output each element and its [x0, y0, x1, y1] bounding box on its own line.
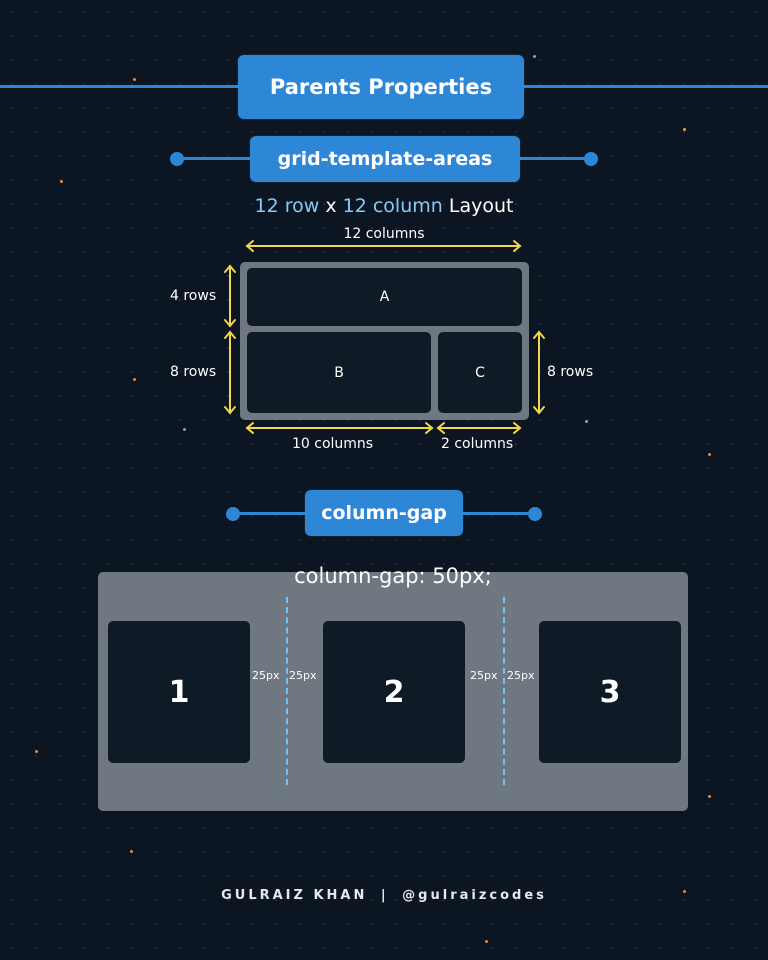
- layout-heading-suffix: Layout: [442, 195, 514, 217]
- sparkle: [708, 453, 711, 456]
- gap-item-2: 2: [323, 621, 465, 763]
- gap-half-label: 25px: [252, 669, 280, 682]
- footer-name: GULRAIZ KHAN: [221, 888, 368, 903]
- gap-item-1-label: 1: [168, 674, 190, 710]
- gap-half-label: 25px: [507, 669, 535, 682]
- grid-cell-c-label: C: [475, 364, 485, 381]
- label-4-rows: 4 rows: [170, 288, 217, 304]
- label-12-columns: 12 columns: [343, 226, 425, 242]
- section-title-gap-text: column-gap: [321, 502, 447, 524]
- label-8-rows-right: 8 rows: [547, 364, 594, 380]
- label-2-columns: 2 columns: [441, 436, 514, 452]
- footer-separator: |: [380, 888, 389, 903]
- sparkle: [708, 795, 711, 798]
- sparkle: [585, 420, 588, 423]
- sparkle: [133, 378, 136, 381]
- layout-heading-cols: 12 column: [342, 195, 443, 217]
- gap-half-label: 25px: [289, 669, 317, 682]
- sparkle: [533, 55, 536, 58]
- layout-heading-x: x: [319, 195, 343, 217]
- gap-caption: column-gap: 50px;: [294, 564, 492, 588]
- gap-half-label: 25px: [470, 669, 498, 682]
- line-dot-left: [226, 507, 240, 521]
- grid-cell-a: A: [247, 268, 522, 326]
- line-dot-right: [584, 152, 598, 166]
- sparkle: [60, 180, 63, 183]
- gap-item-1: 1: [108, 621, 250, 763]
- layout-heading-rows: 12 row: [254, 195, 320, 217]
- gap-item-2-label: 2: [383, 674, 405, 710]
- grid-container: A B C: [240, 262, 529, 420]
- sparkle: [485, 940, 488, 943]
- section-title-gap: column-gap: [305, 490, 463, 536]
- grid-cell-c: C: [438, 332, 522, 413]
- grid-cell-b-label: B: [334, 364, 344, 381]
- sparkle: [35, 750, 38, 753]
- layout-heading: 12 row x 12 column Layout: [0, 195, 768, 217]
- grid-cell-a-label: A: [379, 289, 390, 305]
- gap-center-line-2: [503, 597, 505, 785]
- label-10-columns: 10 columns: [292, 436, 374, 452]
- sparkle: [683, 890, 686, 893]
- gap-demo-panel: column-gap: 50px; 1 2 3 25px 25px 25px 2…: [98, 564, 688, 811]
- page-title: Parents Properties: [238, 55, 524, 119]
- sparkle: [183, 428, 186, 431]
- sparkle: [683, 128, 686, 131]
- gap-center-line-1: [286, 597, 288, 785]
- label-8-rows-left: 8 rows: [170, 364, 217, 380]
- line-dot-right: [528, 507, 542, 521]
- gap-item-3-label: 3: [599, 674, 621, 710]
- gap-item-3: 3: [539, 621, 681, 763]
- sparkle: [133, 78, 136, 81]
- footer-credit: GULRAIZ KHAN | @gulraizcodes: [0, 888, 768, 903]
- page-title-text: Parents Properties: [269, 75, 493, 99]
- footer-handle: @gulraizcodes: [402, 888, 547, 903]
- sparkle: [130, 850, 133, 853]
- section-title-areas-text: grid-template-areas: [277, 148, 493, 170]
- line-dot-left: [170, 152, 184, 166]
- section-title-areas: grid-template-areas: [250, 136, 520, 182]
- grid-cell-b: B: [247, 332, 431, 413]
